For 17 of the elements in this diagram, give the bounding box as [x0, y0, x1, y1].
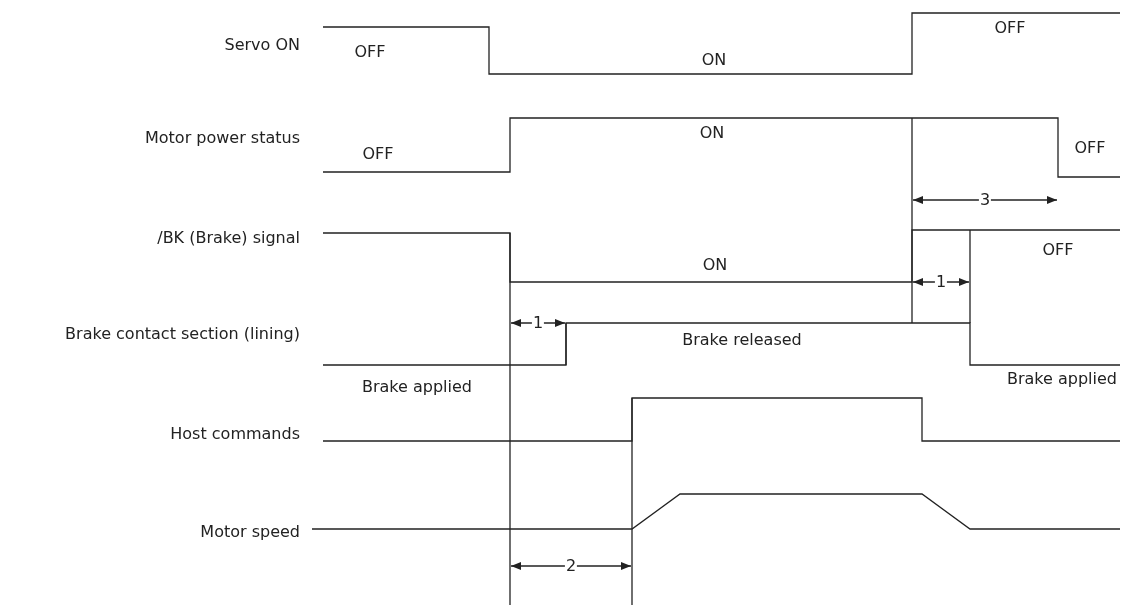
state-label: Brake applied [362, 377, 472, 397]
row-label: Servo ON [224, 35, 300, 55]
state-label: Brake released [682, 330, 802, 350]
state-label: OFF [362, 144, 394, 164]
state-label: OFF [354, 42, 386, 62]
row-label: /BK (Brake) signal [157, 228, 300, 248]
state-label: OFF [1074, 138, 1106, 158]
row-label: Motor power status [144, 128, 300, 148]
row-label: Brake contact section (lining) [65, 324, 300, 344]
state-label: OFF [1042, 240, 1074, 260]
state-label: ON [701, 50, 727, 70]
state-label: OFF [994, 18, 1026, 38]
state-label: ON [702, 255, 728, 275]
row-label: Host commands [170, 424, 300, 444]
state-label: ON [699, 123, 725, 143]
state-label: Brake applied [1007, 369, 1117, 389]
row-label: Motor speed [200, 522, 300, 542]
